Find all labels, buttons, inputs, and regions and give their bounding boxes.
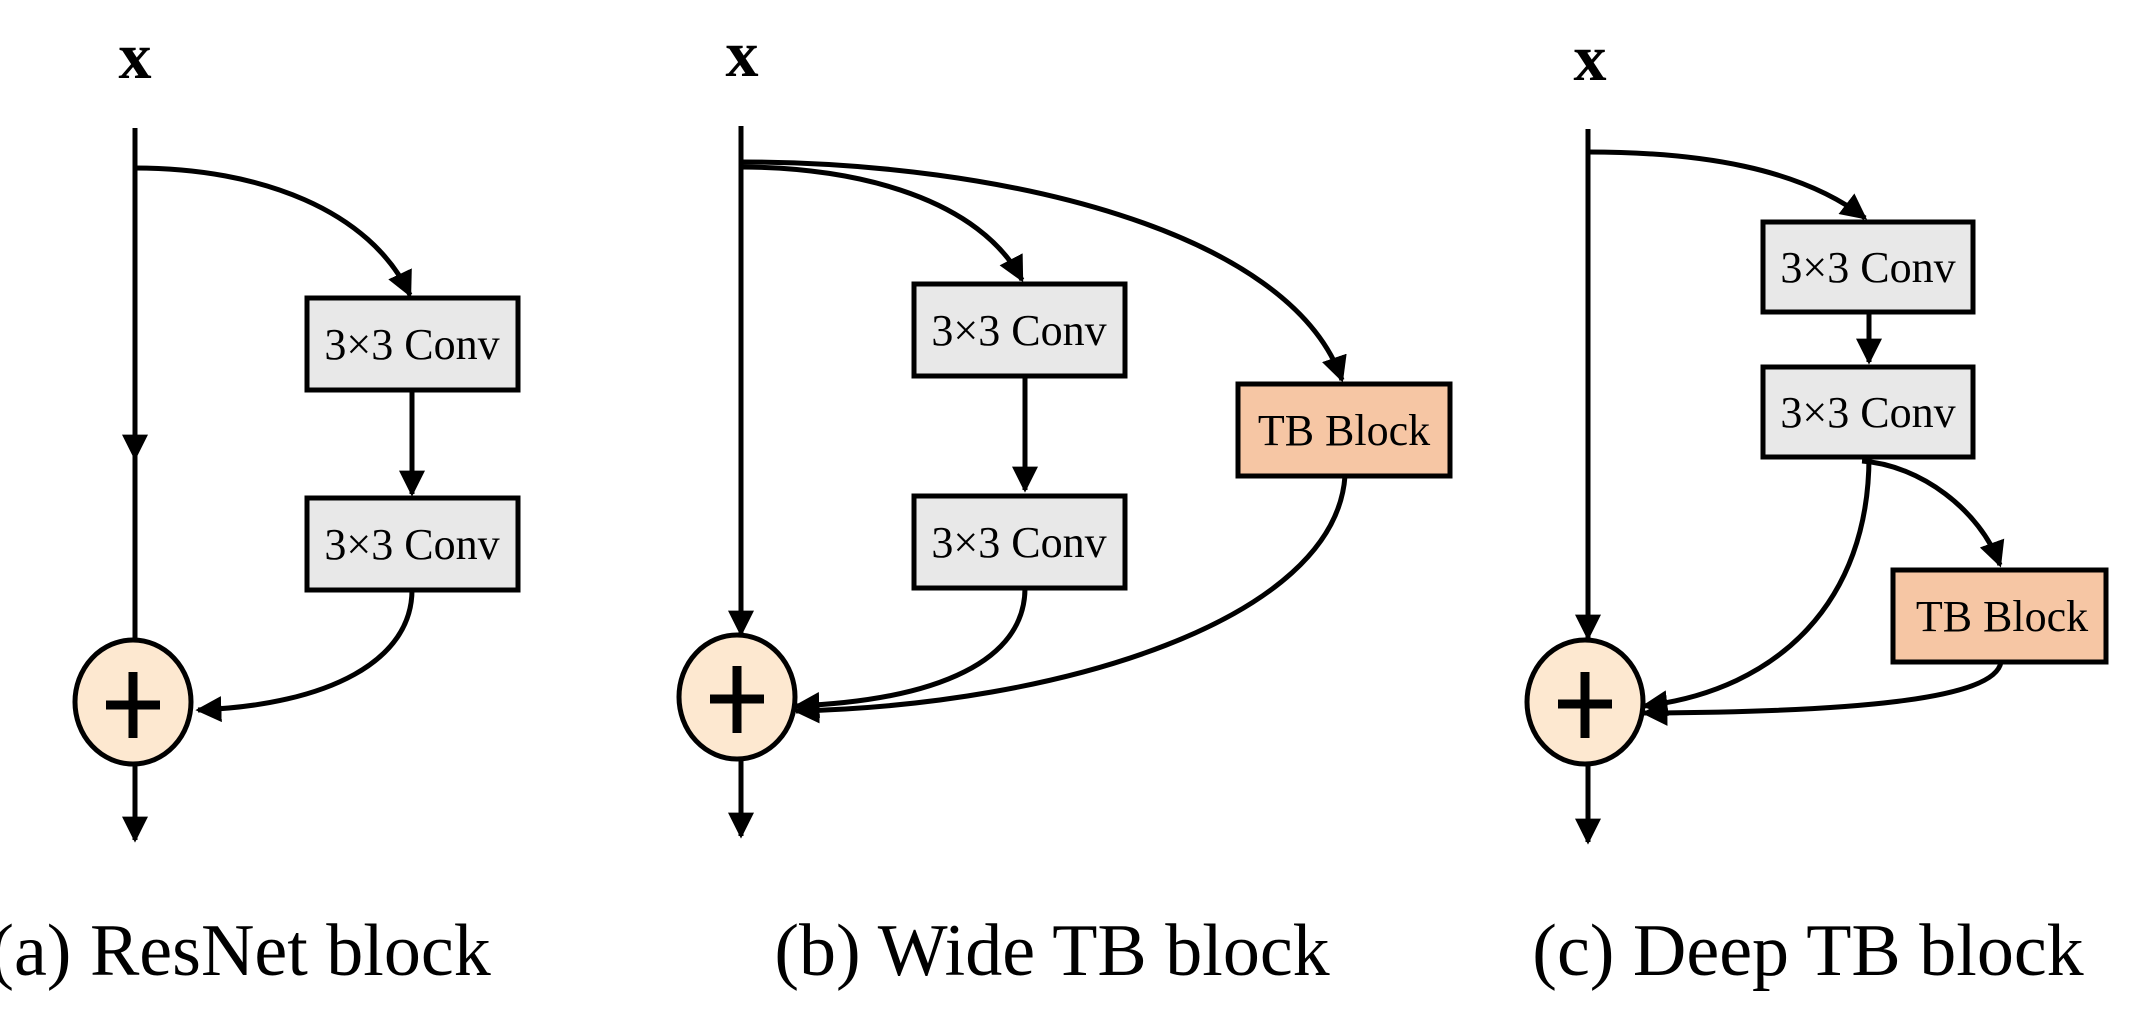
tb-box bbox=[1235, 381, 1453, 479]
tb-to-sum-edge bbox=[793, 475, 1348, 724]
conv2-to-sum-edge bbox=[793, 587, 1028, 719]
conv-block-2: 3×3 Conv bbox=[911, 493, 1128, 591]
branch-edge-to-tb-block bbox=[740, 159, 1347, 383]
conv-box bbox=[304, 495, 521, 593]
sum-node bbox=[1524, 637, 1646, 767]
plus-icon bbox=[710, 666, 764, 733]
panel-caption: (a) ResNet block bbox=[0, 910, 491, 992]
panel-c-deep-tb-block: x 3×3 Conv 3×3 Conv TB Block (c) Deep TB… bbox=[1524, 22, 2109, 992]
conv-label: 3×3 Conv bbox=[931, 518, 1106, 567]
conv-box bbox=[304, 295, 521, 393]
conv-block-1: 3×3 Conv bbox=[911, 281, 1128, 379]
conv2-to-sum-edge bbox=[195, 589, 415, 723]
conv-label: 3×3 Conv bbox=[1780, 243, 1955, 292]
tb-to-sum-edge bbox=[1641, 661, 2004, 726]
conv-label: 3×3 Conv bbox=[1780, 388, 1955, 437]
branch-edge-to-conv1 bbox=[134, 165, 413, 298]
conv-label: 3×3 Conv bbox=[931, 306, 1106, 355]
tb-label: TB Block bbox=[1258, 406, 1430, 455]
sum-node bbox=[676, 632, 798, 762]
panel-a-resnet-block: x 3×3 Conv 3×3 Conv (a) ResNet block bbox=[0, 20, 521, 992]
input-x-label: x bbox=[1574, 22, 1607, 95]
conv-label: 3×3 Conv bbox=[324, 520, 499, 569]
conv-box bbox=[1760, 219, 1976, 315]
panel-caption: (c) Deep TB block bbox=[1532, 910, 2083, 992]
panel-caption: (b) Wide TB block bbox=[774, 910, 1329, 992]
tb-box bbox=[1890, 567, 2109, 665]
conv2-to-tb-edge bbox=[1861, 458, 2005, 568]
conv-box bbox=[911, 493, 1128, 591]
tb-block: TB Block bbox=[1890, 567, 2109, 665]
conv-block-2: 3×3 Conv bbox=[304, 495, 521, 593]
plus-icon bbox=[106, 672, 160, 738]
conv-box bbox=[911, 281, 1128, 379]
tb-label: TB Block bbox=[1916, 592, 2088, 641]
conv-block-1: 3×3 Conv bbox=[1760, 219, 1976, 315]
branch-edge-to-conv1 bbox=[1587, 149, 1868, 220]
plus-icon bbox=[1558, 672, 1612, 738]
conv-block-1: 3×3 Conv bbox=[304, 295, 521, 393]
tb-block: TB Block bbox=[1235, 381, 1453, 479]
input-x-label: x bbox=[726, 18, 759, 91]
conv-box bbox=[1760, 364, 1976, 460]
conv-block-2: 3×3 Conv bbox=[1760, 364, 1976, 460]
conv-label: 3×3 Conv bbox=[324, 320, 499, 369]
conv2-to-sum-edge bbox=[1641, 456, 1872, 717]
branch-edge-to-conv1 bbox=[740, 164, 1025, 283]
panel-b-wide-tb-block: x 3×3 Conv 3×3 Conv TB Block (b) Wide TB… bbox=[676, 18, 1453, 992]
input-x-label: x bbox=[119, 20, 152, 93]
sum-node bbox=[72, 637, 194, 767]
